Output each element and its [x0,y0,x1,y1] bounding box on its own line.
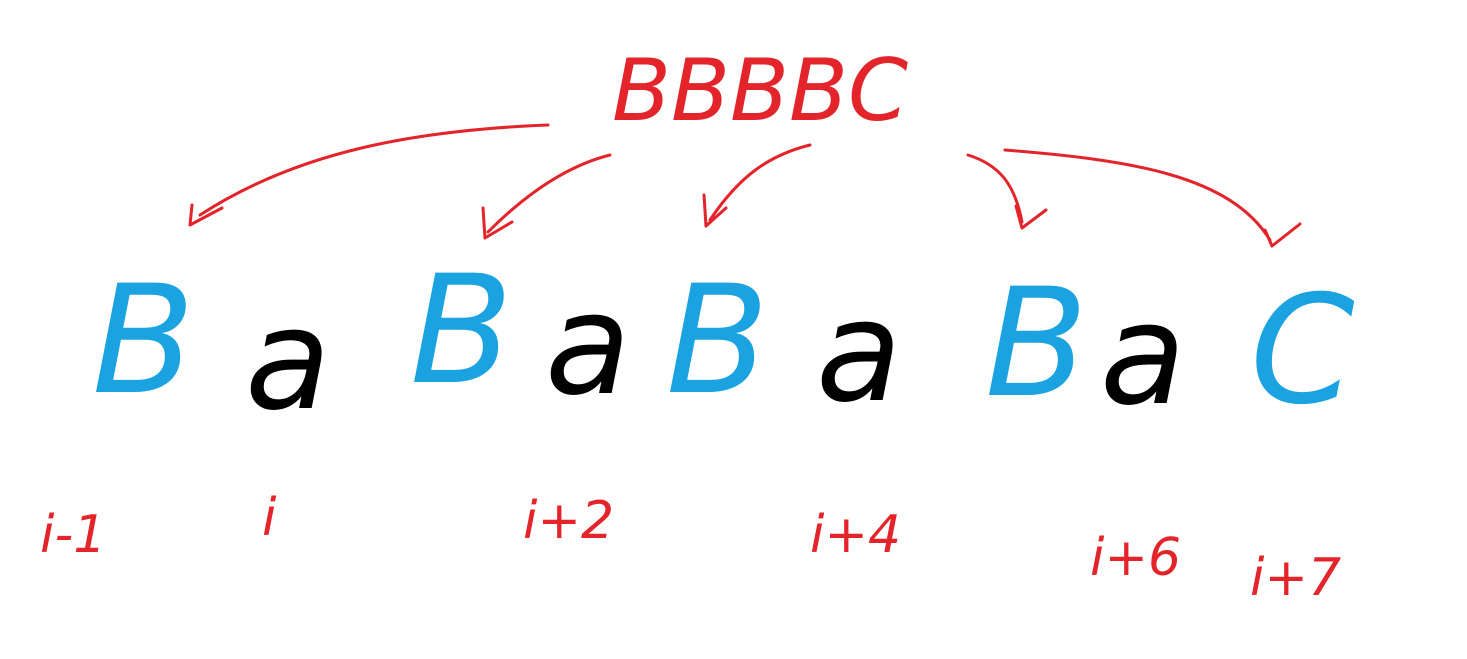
index-label: i+7 [1250,548,1341,608]
arrow-to-slot-4 [966,153,1048,230]
seq-letter-original: a [545,264,631,427]
arrow-to-slot-5 [1003,148,1302,248]
seq-letter-inserted: B [92,254,195,428]
seq-letter-original: a [816,271,902,434]
insertion-arrows [188,123,1302,248]
index-label: i-1 [40,505,106,565]
seq-letter-original: a [245,279,331,442]
seq-letter-original: a [1100,274,1186,437]
index-label: i+6 [1090,528,1181,588]
seq-letter-inserted: B [666,254,769,428]
result-sequence: B a B a B a B a C [92,244,1355,442]
index-label: i+4 [810,505,901,565]
index-label: i [262,488,277,548]
seq-letter-inserted: B [410,244,513,418]
source-string: BBBBC [612,41,908,141]
seq-letter-inserted: C [1250,264,1355,438]
arrow-to-slot-1 [188,123,550,227]
index-label: i+2 [523,491,614,551]
arrow-to-slot-2 [481,153,612,240]
index-labels: i-1 i i+2 i+4 i+6 i+7 [40,488,1341,608]
seq-letter-inserted: B [985,257,1088,431]
arrow-to-slot-3 [702,143,812,228]
